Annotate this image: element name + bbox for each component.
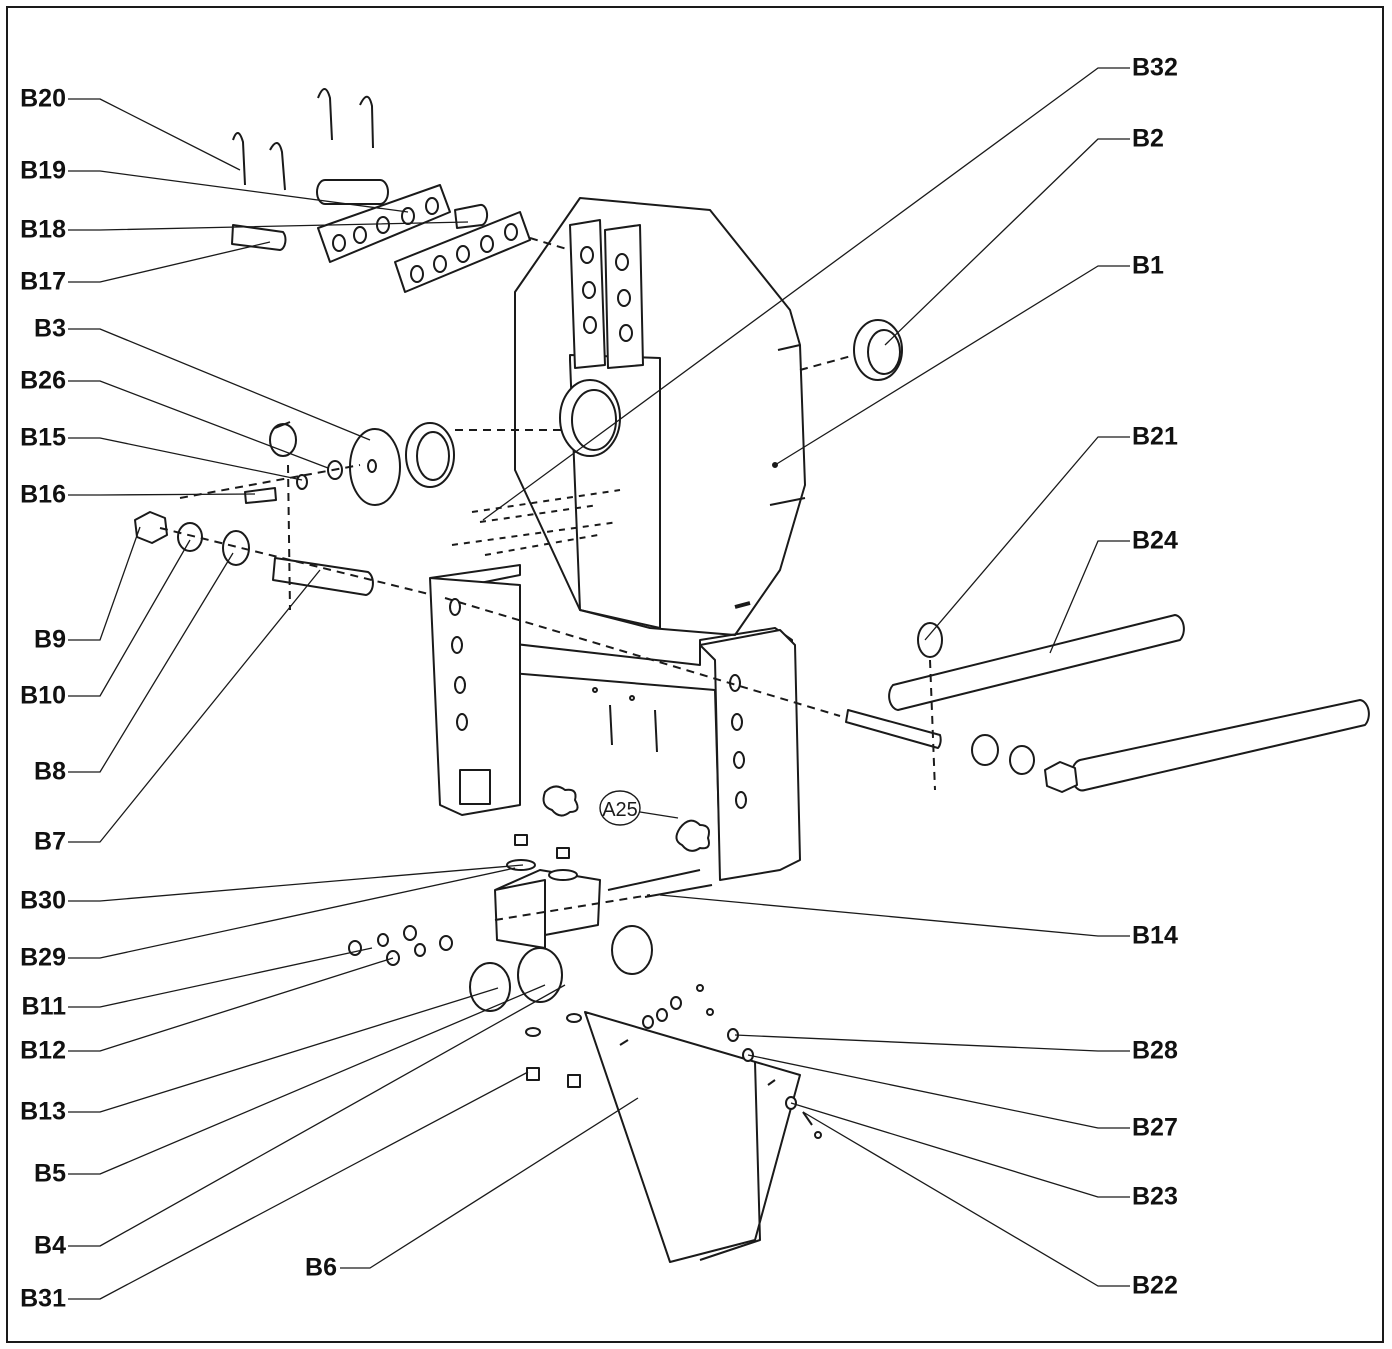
label-B14: B14 <box>1132 921 1178 950</box>
label-B7: B7 <box>34 827 66 856</box>
label-B16: B16 <box>20 480 66 509</box>
label-B11: B11 <box>21 992 66 1021</box>
label-B19: B19 <box>20 156 66 185</box>
label-B3: B3 <box>34 314 66 343</box>
label-B32: B32 <box>1132 53 1178 82</box>
label-B8: B8 <box>34 757 66 786</box>
label-B2: B2 <box>1132 124 1164 153</box>
part-bracket <box>494 834 713 949</box>
part-B6-trough <box>584 1011 801 1263</box>
part-B4-B5-bearings <box>469 925 653 1012</box>
label-B20: B20 <box>20 84 66 113</box>
knob-right <box>675 819 710 852</box>
callout-A25-circle <box>599 790 641 826</box>
part-B8-washer <box>222 530 250 566</box>
label-B29: B29 <box>20 943 66 972</box>
part-B11-B12-hardware <box>348 925 453 966</box>
part-B1-housing <box>514 197 806 636</box>
label-B15: B15 <box>20 423 66 452</box>
part-B3-washer <box>349 422 565 506</box>
label-B26: B26 <box>20 366 66 395</box>
label-B30: B30 <box>20 886 66 915</box>
part-B20-pins <box>232 88 374 191</box>
part-frame <box>429 564 841 881</box>
label-B27: B27 <box>1132 1113 1178 1142</box>
part-B19-pin <box>316 179 389 205</box>
label-B5: B5 <box>34 1159 66 1188</box>
part-B31-nuts <box>525 1013 582 1088</box>
label-B4: B4 <box>34 1231 66 1260</box>
part-B16-bolt <box>244 487 277 504</box>
part-B7-axle <box>272 557 374 596</box>
label-B31: B31 <box>20 1284 66 1313</box>
part-B32-screws <box>451 489 621 556</box>
label-B24: B24 <box>1132 526 1178 555</box>
label-B17: B17 <box>20 267 66 296</box>
label-B22: B22 <box>1132 1271 1178 1300</box>
label-B21: B21 <box>1132 422 1178 451</box>
part-B10-washer <box>177 522 203 552</box>
label-B12: B12 <box>20 1036 66 1065</box>
part-B17-plate <box>231 211 531 293</box>
part-B24-tubes <box>845 614 1370 793</box>
label-B13: B13 <box>20 1097 66 1126</box>
label-B28: B28 <box>1132 1036 1178 1065</box>
part-B2-bearing <box>799 319 903 381</box>
label-B18: B18 <box>20 215 66 244</box>
label-B23: B23 <box>1132 1182 1178 1211</box>
knob-left <box>542 785 579 817</box>
label-B9: B9 <box>34 625 66 654</box>
label-B1: B1 <box>1132 251 1164 280</box>
callout-A25: A25 <box>602 799 638 821</box>
label-B10: B10 <box>20 681 66 710</box>
label-B6: B6 <box>305 1253 337 1282</box>
leader-lines <box>68 67 1130 1300</box>
part-B21-clip <box>917 622 943 658</box>
